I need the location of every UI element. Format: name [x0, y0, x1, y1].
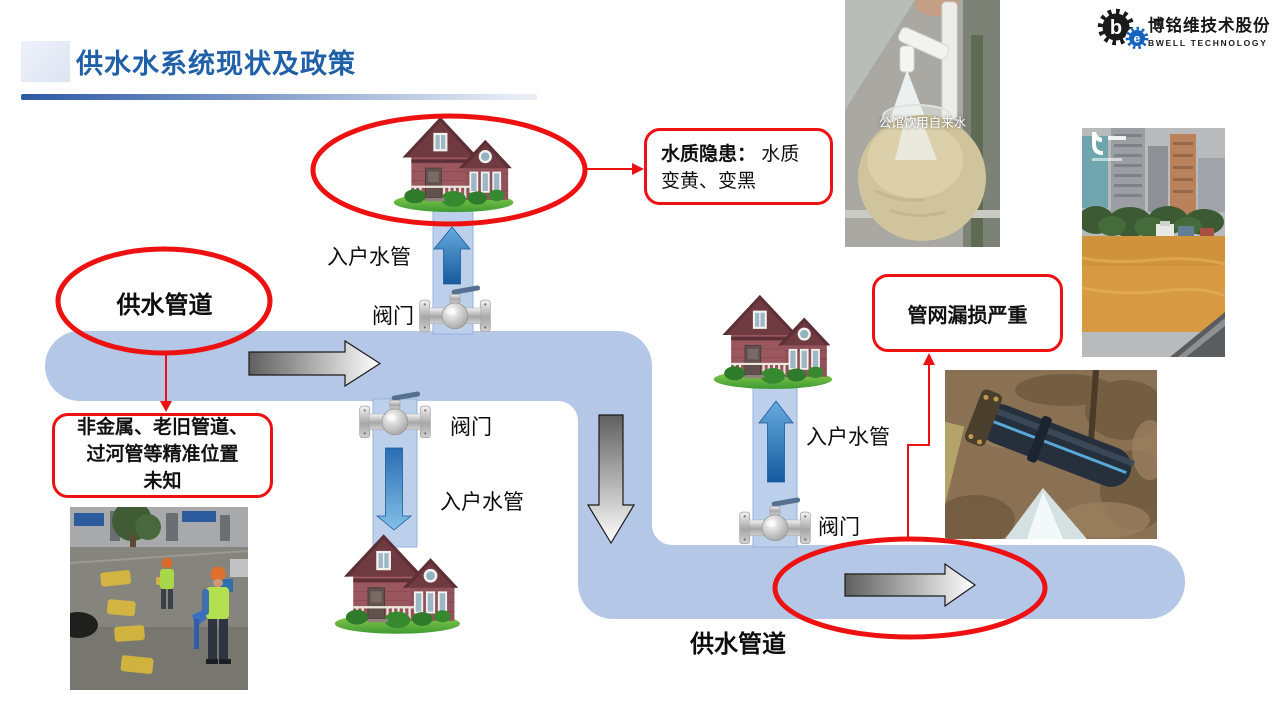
- house-icon-right: [713, 294, 833, 390]
- callout-water-quality-title: 水质隐患：: [661, 144, 757, 165]
- label-service-pipe-left: 入户水管: [440, 491, 524, 514]
- main-flow-arrow-down: [586, 414, 636, 545]
- label-service-pipe-top: 入户水管: [327, 246, 411, 269]
- flooded-street-art: [1082, 128, 1225, 357]
- flow-arrow-up-right: [758, 400, 794, 483]
- callout-water-quality-text1: 水质: [756, 144, 800, 165]
- street-survey-art: [70, 507, 248, 690]
- callout-pipe-leakage-text: 管网漏损严重: [907, 304, 1028, 327]
- label-valve-left: 阀门: [450, 416, 492, 439]
- main-flow-arrow-lower: [844, 562, 977, 608]
- label-service-pipe-right: 入户水管: [806, 426, 890, 449]
- highlight-ellipse-top-house: [310, 113, 588, 227]
- callout-pipe-leakage: 管网漏损严重: [872, 274, 1063, 352]
- main-flow-arrow-upper: [248, 339, 382, 388]
- house-icon-bottom-left: [334, 533, 461, 635]
- title-underline: [21, 94, 537, 100]
- connector-to-unknown-box: [160, 353, 172, 412]
- callout-water-quality: 水质隐患： 水质 变黄、变黑: [644, 128, 833, 205]
- company-logo: 博铭维技术股份 BWELL TECHNOLOGY: [1096, 6, 1270, 54]
- title-accent-square: [21, 41, 70, 82]
- flow-arrow-up-top: [433, 226, 471, 285]
- callout-unknown-line3: 未知: [143, 470, 182, 492]
- jar-photo-caption: 公馆饮用自来水: [878, 116, 967, 130]
- tiktok-watermark-icon: [1092, 132, 1126, 161]
- logo-monogram: b: [1110, 17, 1122, 39]
- logo-gear-icon: b e: [1097, 8, 1149, 50]
- house-icon-top: [393, 116, 515, 213]
- logo-monogram-sub: e: [1134, 32, 1141, 46]
- highlight-ellipse-supply-bottom: [772, 536, 1048, 640]
- connector-to-leakage-box: [907, 353, 935, 540]
- label-supply-pipe-bottom: 供水管道: [690, 631, 786, 658]
- valve-icon-top: [419, 284, 491, 333]
- label-supply-pipe-left: 供水管道: [116, 292, 213, 319]
- callout-unknown-line2: 过河管等精准位置: [86, 444, 239, 466]
- photo-tap-water-jar: 公馆饮用自来水: [845, 0, 1000, 247]
- flow-arrow-down-left: [375, 447, 413, 531]
- callout-unknown-location: 非金属、老旧管道、 过河管等精准位置 未知: [52, 413, 273, 498]
- pipe-leak-art: [945, 370, 1157, 539]
- callout-unknown-line1: 非金属、老旧管道、: [76, 417, 248, 439]
- connector-to-water-quality-box: [586, 163, 644, 175]
- label-valve-right: 阀门: [818, 516, 860, 539]
- photo-street-survey-workers: [70, 507, 248, 690]
- highlight-ellipse-supply-left: [55, 246, 273, 356]
- label-valve-top: 阀门: [372, 305, 414, 328]
- page-title: 供水水系统现状及政策: [76, 49, 356, 79]
- company-name-en: BWELL TECHNOLOGY: [1148, 38, 1268, 48]
- tap-water-jar-art: [845, 0, 1000, 247]
- photo-flooded-street: [1082, 128, 1225, 357]
- company-name-cn: 博铭维技术股份: [1148, 17, 1271, 35]
- callout-water-quality-text2: 变黄、变黑: [661, 170, 757, 192]
- valve-icon-right: [739, 496, 811, 545]
- photo-pipe-leak-excavation: [945, 370, 1157, 539]
